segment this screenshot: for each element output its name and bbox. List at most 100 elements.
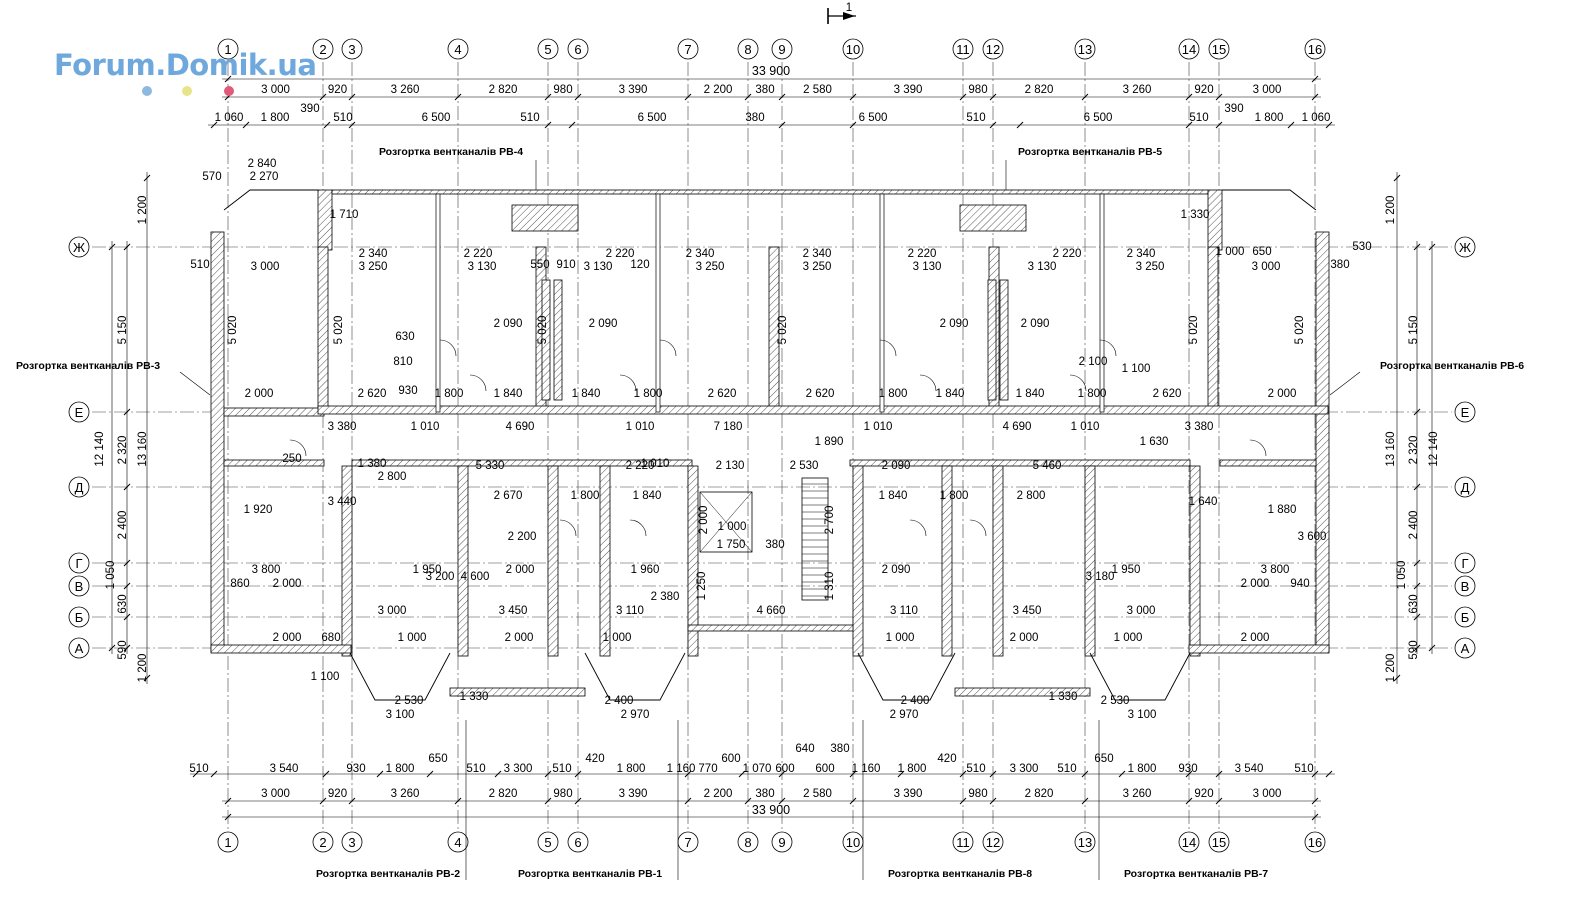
dim-tick [123,483,131,491]
dim-tick [1311,75,1319,83]
axis-label: 16 [1308,835,1322,850]
dim-value: 420 [937,753,956,765]
dim-value: 2 620 [358,388,387,400]
outer-wall-bottom [954,687,1091,697]
axis-bubble [737,38,759,60]
axis-bubble [1304,38,1326,60]
dim-value: 3 000 [261,84,290,96]
dim-tick [544,770,552,778]
dim-tick [1413,644,1421,652]
dim-value: 3 450 [499,605,528,617]
dim-tick [1311,797,1319,805]
partition-wall [435,193,441,413]
dim-tick [123,559,131,567]
section-mark-label: 1 [846,2,852,14]
dim-value: 1 950 [413,564,442,576]
interior-wall-lower [1084,465,1096,657]
dim-value: 1 800 [940,490,969,502]
dim-value: 1 000 [1114,632,1143,644]
dim-value: 2 090 [882,460,911,472]
dim-tick [574,797,582,805]
dim-tick [123,613,131,621]
dim-value: 3 130 [1028,261,1057,273]
axis-label: Ж [1459,240,1471,255]
dim-value: 1 200 [1385,196,1397,225]
axis-label: 13 [1078,835,1092,850]
axis-label: 9 [778,835,785,850]
dim-value: 2 820 [1025,788,1054,800]
dim-value: 1 010 [641,458,670,470]
dim-value: 390 [1224,103,1243,115]
dim-value: 2 970 [621,709,650,721]
dim-tick [1215,93,1223,101]
dim-value: 3 000 [1253,788,1282,800]
door-swing [439,339,457,357]
dim-value: 2 220 [464,248,493,260]
dim-value: 1 800 [386,763,415,775]
axis-label: 15 [1212,42,1226,57]
axis-bubble [447,38,469,60]
dim-tick [1118,770,1126,778]
dim-value: 5 020 [1294,316,1306,345]
dim-value: 640 [795,743,814,755]
dim-tick [123,582,131,590]
dim-value: 2 400 [901,695,930,707]
dim-value: 250 [282,453,301,465]
dim-value: 510 [966,112,985,124]
dim-value: 3 000 [1252,261,1281,273]
axis-bubble [68,575,90,597]
door-swing [289,439,307,457]
dim-value: 3 000 [261,788,290,800]
dim-value: 2 200 [704,84,733,96]
balcony [349,652,451,701]
dim-tick [959,770,967,778]
axis-bubble [537,38,559,60]
axis-bubble [952,38,974,60]
axis-label: 10 [846,835,860,850]
dim-tick [454,797,462,805]
dim-value: 1 000 [886,632,915,644]
dim-value: 510 [1189,112,1208,124]
axis-label: 2 [319,835,326,850]
interior-wall-lower [687,465,699,657]
dim-value: 5 020 [1188,316,1200,345]
dim-value: 2 220 [626,460,655,472]
axis-bubble [771,38,793,60]
dim-value: 3 390 [619,788,648,800]
vent-shaft-column [553,279,563,401]
dim-value: 1 880 [1268,504,1297,516]
door-swing [1099,339,1117,357]
dim-value: 2 530 [790,460,819,472]
dim-value: 5 150 [1408,316,1420,345]
dim-value: 3 110 [890,605,918,617]
interior-wall-lower [341,465,353,657]
axis-label: В [75,579,84,594]
dim-value: 2 220 [1053,248,1082,260]
dim-value: 2 000 [1010,632,1039,644]
dim-value: 930 [346,763,365,775]
dim-tick [778,121,786,129]
dim-value: 2 090 [494,318,523,330]
dim-value: 2 090 [589,318,618,330]
dim-value: 2 800 [1017,490,1046,502]
dim-value: 4 600 [461,571,490,583]
dim-value: 2 090 [1021,318,1050,330]
dim-tick [1185,93,1193,101]
site-logo[interactable]: Forum.Domik.ua [54,48,317,82]
dim-value: 3 540 [270,763,299,775]
dim-value: 2 320 [1408,436,1420,465]
axis-label: 2 [319,42,326,57]
dim-value: 3 450 [1013,605,1042,617]
dim-tick [1081,93,1089,101]
axis-label: 11 [956,42,970,57]
partition-wall [879,193,885,413]
dim-value: 2 000 [1241,578,1270,590]
dim-value: 380 [755,84,774,96]
dim-tick [1413,613,1421,621]
dim-value: 510 [190,259,209,271]
axis-bubble [677,38,699,60]
dim-value: 12 140 [1428,431,1440,466]
dim-tick [1287,121,1295,129]
outer-wall-bottom [449,687,586,697]
